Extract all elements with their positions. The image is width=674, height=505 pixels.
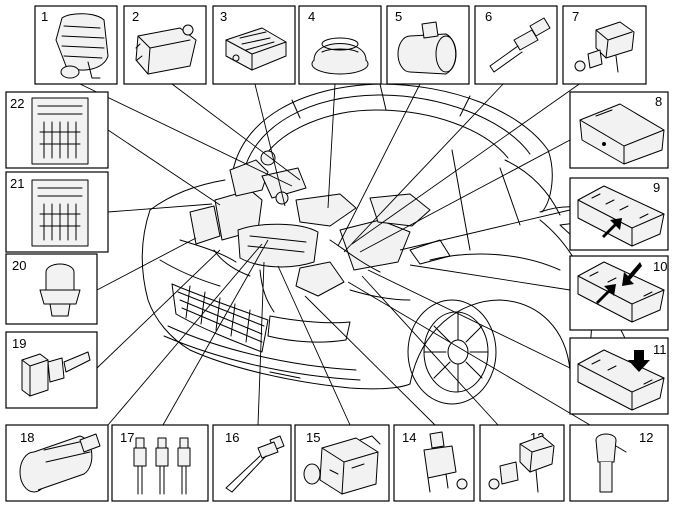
solenoid-valve-icon [423,431,468,493]
component-box-13: 13 [479,424,565,502]
car-illustration [141,83,661,405]
relay-box-icon [579,103,665,165]
control-module-icon [31,97,89,165]
egr-valve-icon [19,433,101,493]
component-number-18: 18 [20,430,34,445]
component-box-10: 10 [569,255,669,331]
component-number-4: 4 [308,9,315,24]
component-box-21: 21 [5,171,109,253]
component-box-12: 12 [569,424,669,502]
component-box-18: 18 [5,424,109,502]
solenoid-valve-icon [488,435,555,493]
component-number-14: 14 [402,430,416,445]
component-box-9: 9 [569,177,669,251]
component-number-22: 22 [10,96,24,111]
component-number-3: 3 [220,9,227,24]
component-box-8: 8 [569,91,669,169]
component-number-12: 12 [639,430,653,445]
component-box-20: 20 [5,253,98,325]
component-number-5: 5 [395,9,402,24]
component-box-14: 14 [393,424,475,502]
component-number-19: 19 [12,336,26,351]
component-box-7: 7 [562,5,647,85]
component-number-7: 7 [572,9,579,24]
injector-icon [225,435,285,493]
component-number-20: 20 [12,258,26,273]
component-number-8: 8 [655,94,662,109]
component-number-6: 6 [485,9,492,24]
glow-plug-icon [489,17,551,73]
fuse-box-arrow-icon [577,185,665,247]
pressure-switch-icon [39,263,81,317]
component-number-10: 10 [653,259,667,274]
component-box-6: 6 [474,5,558,85]
component-box-19: 19 [5,331,98,409]
control-module-icon [31,179,89,247]
component-box-1: 1 [34,5,118,85]
component-number-21: 21 [10,176,24,191]
glow-plugs-icon [133,437,191,495]
pressure-sensor-icon [135,24,197,75]
component-number-15: 15 [306,430,320,445]
temperature-sensor-icon [21,351,91,397]
fuse-box-arrow-down-icon [577,349,665,411]
component-number-17: 17 [120,430,134,445]
component-number-1: 1 [41,9,48,24]
component-box-17: 17 [111,424,209,502]
component-number-11: 11 [653,342,667,357]
component-box-4: 4 [298,5,382,85]
leader-lines [79,71,591,426]
speed-sensor-icon [595,433,627,493]
sensor-cap-icon [311,37,369,75]
component-box-5: 5 [386,5,470,85]
component-box-15: 15 [294,424,390,502]
component-box-11: 11 [569,337,669,415]
component-box-3: 3 [212,5,296,85]
fuse-box-double-arrow-icon [577,261,665,323]
solenoid-valve-icon [574,21,635,73]
component-number-16: 16 [225,430,239,445]
relay-module-icon [225,27,287,71]
component-box-2: 2 [123,5,207,85]
component-box-16: 16 [212,424,292,502]
injection-pump-icon [303,435,381,495]
component-number-2: 2 [132,9,139,24]
air-mass-meter-icon [397,21,457,75]
throttle-body-icon [55,13,109,79]
component-number-9: 9 [653,180,660,195]
component-box-22: 22 [5,91,109,169]
